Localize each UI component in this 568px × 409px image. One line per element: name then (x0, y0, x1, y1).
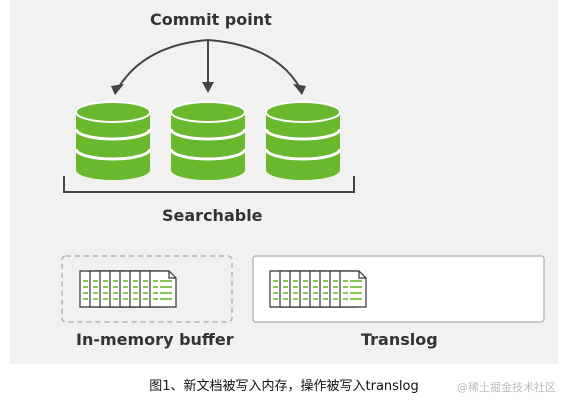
segment-cylinder (74, 101, 152, 180)
translog-documents (269, 270, 367, 308)
buffer-documents (79, 270, 177, 308)
document-icon (149, 270, 177, 308)
arrowhead-center (202, 82, 214, 93)
segment-cylinder (264, 101, 342, 180)
commit-arrows (117, 39, 301, 89)
arrowhead-left (111, 84, 124, 95)
arrowheads (111, 82, 306, 95)
figure-caption: 图1、新文档被写入内存，操作被写入translog (149, 379, 419, 394)
arrow-left (117, 39, 209, 89)
watermark: @稀土掘金技术社区 (457, 381, 556, 394)
translog-label: Translog (361, 330, 438, 349)
segment-cylinder (169, 101, 247, 180)
segments-group (74, 101, 342, 180)
arrow-right (207, 39, 301, 89)
document-icon (339, 270, 367, 308)
arrowhead-right (293, 84, 306, 95)
searchable-label: Searchable (162, 206, 263, 225)
commit-point-label: Commit point (150, 10, 272, 29)
in-memory-buffer-label: In-memory buffer (76, 330, 234, 349)
searchable-bracket (63, 176, 355, 193)
